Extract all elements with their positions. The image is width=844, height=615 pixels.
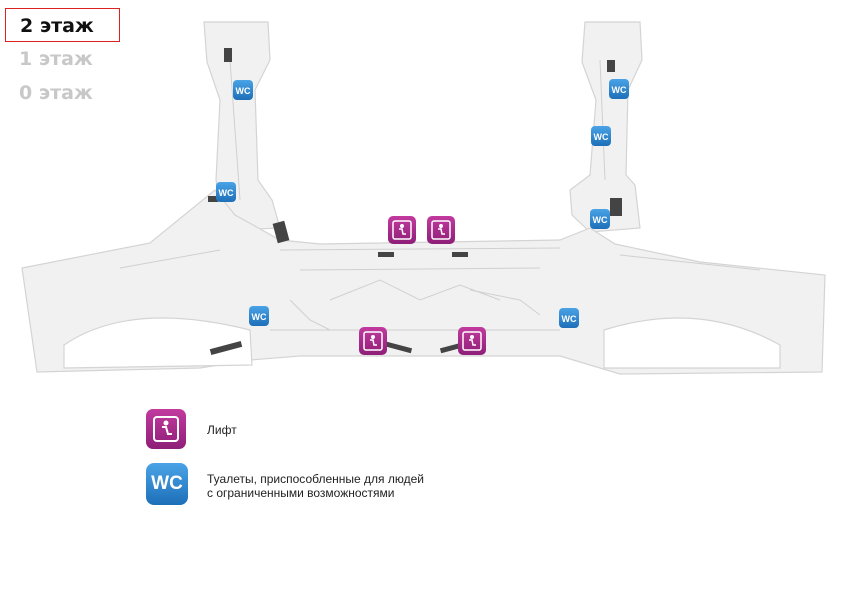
wc-icon[interactable]: WC	[233, 80, 253, 100]
svg-text:WC: WC	[593, 215, 608, 225]
wc-legend-line-1: Туалеты, приспособленные для людей	[207, 472, 424, 486]
wc-icon[interactable]: WC	[559, 308, 579, 328]
terminal-floor-map: WC WC WC WC WC WC WC	[21, 21, 826, 375]
wc-icon[interactable]: WC	[249, 306, 269, 326]
floor-selector: 2 этаж 1 этаж 0 этаж	[5, 8, 120, 110]
svg-text:WC: WC	[612, 85, 627, 95]
wc-icon[interactable]: WC	[590, 209, 610, 229]
svg-text:WC: WC	[219, 188, 234, 198]
svg-text:WC: WC	[252, 312, 267, 322]
floor-2-button[interactable]: 2 этаж	[5, 8, 120, 42]
wc-legend-icon-text: WC	[151, 473, 183, 494]
inner-walls	[119, 59, 761, 331]
floor-1-button[interactable]: 1 этаж	[19, 48, 93, 70]
lift-icon[interactable]	[359, 327, 387, 355]
escalators	[208, 48, 622, 356]
wc-icon[interactable]: WC	[609, 79, 629, 99]
floor-0-button[interactable]: 0 этаж	[19, 82, 93, 104]
wc-legend-label: Туалеты, приспособленные для людей с огр…	[207, 472, 424, 500]
wc-icon: WC	[146, 463, 188, 505]
apron-curves	[63, 317, 781, 369]
lift-icon[interactable]	[458, 327, 486, 355]
wc-legend-line-2: с ограниченными возможностями	[207, 486, 395, 500]
lift-icon[interactable]	[427, 216, 455, 244]
lift-icon[interactable]	[388, 216, 416, 244]
lift-icon	[146, 409, 186, 449]
wc-icon[interactable]: WC	[216, 182, 236, 202]
wc-icon[interactable]: WC	[591, 126, 611, 146]
lift-legend-label: Лифт	[207, 423, 237, 437]
svg-text:WC: WC	[236, 86, 251, 96]
svg-text:WC: WC	[594, 132, 609, 142]
svg-text:WC: WC	[562, 314, 577, 324]
